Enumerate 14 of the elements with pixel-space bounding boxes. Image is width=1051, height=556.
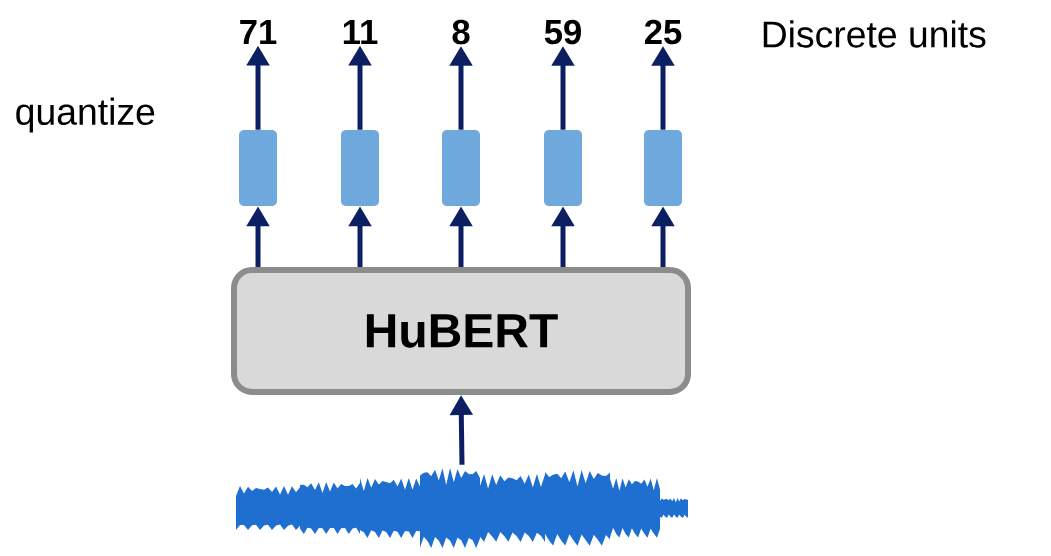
unit-number: 25 — [644, 19, 682, 45]
side-label: quantize — [16, 97, 155, 133]
feature-box — [341, 130, 379, 206]
unit-number: 71 — [240, 20, 277, 44]
feature-box — [442, 130, 480, 206]
feature-box — [544, 130, 582, 206]
model-box: HuBERT — [231, 267, 691, 395]
waveform-drawing — [236, 468, 688, 548]
unit-number: 8 — [452, 19, 470, 45]
feature-box — [644, 130, 682, 206]
unit-number: 59 — [544, 19, 581, 45]
side-label: Discrete units — [763, 20, 986, 48]
feature-box — [239, 130, 277, 206]
unit-number: 11 — [343, 20, 378, 44]
